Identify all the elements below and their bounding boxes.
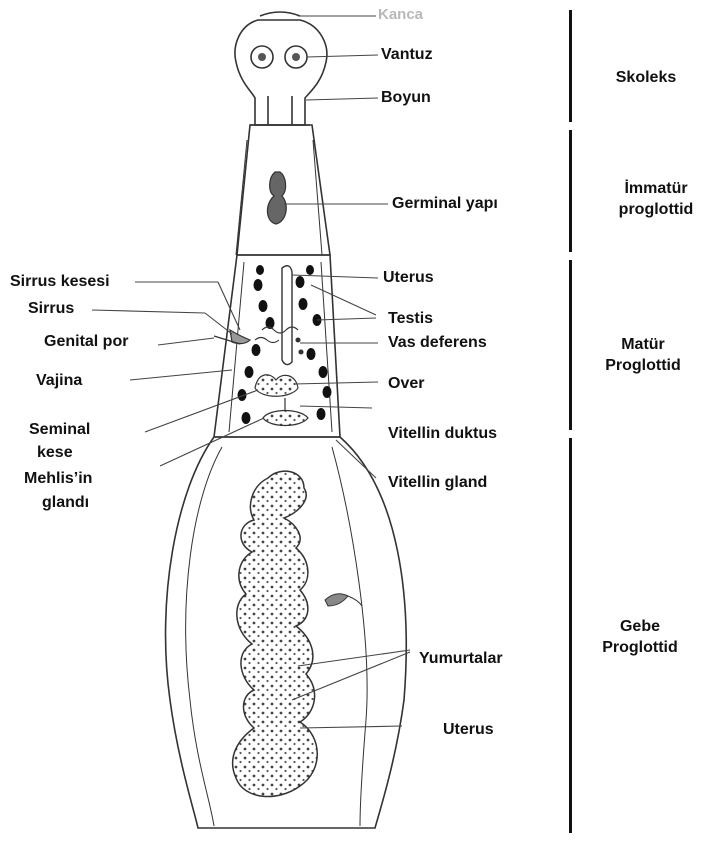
section-skoleks-line1: Skoleks <box>586 67 706 88</box>
label-vitellin-gland: Vitellin gland <box>388 474 487 492</box>
label-genital-por: Genital por <box>44 333 128 351</box>
label-vitellin-duktus: Vitellin duktus <box>388 425 497 443</box>
bracket-immatur <box>569 130 572 252</box>
label-vantuz: Vantuz <box>381 46 433 64</box>
leader-vajina <box>130 370 232 380</box>
bracket-skoleks <box>569 10 572 122</box>
label-seminal: Seminal <box>29 421 90 439</box>
leader-yumurtalar-1 <box>298 650 410 666</box>
section-gebe-line1: Gebe <box>580 616 700 637</box>
germinal-structure <box>267 172 286 224</box>
leader-vitellin-gland <box>336 440 376 478</box>
uterus-mature <box>282 266 292 365</box>
section-matur: Matür Proglottid <box>583 334 703 376</box>
label-uterus-top: Uterus <box>383 269 434 287</box>
leader-sirrus-1 <box>92 310 205 313</box>
section-immatur: İmmatür proglottid <box>596 178 714 220</box>
hook-crown <box>260 12 300 16</box>
section-gebe-line2: Proglottid <box>580 637 700 658</box>
section-gebe: Gebe Proglottid <box>580 616 700 658</box>
bracket-gebe <box>569 438 572 833</box>
label-yumurtalar: Yumurtalar <box>419 650 503 668</box>
scolex-outline <box>235 20 327 125</box>
leader-uterus-bottom <box>300 726 402 728</box>
leader-vantuz <box>307 55 378 57</box>
sucker-right <box>285 46 307 68</box>
gravid-uterus <box>233 471 318 796</box>
leader-mehlis <box>160 418 264 466</box>
vitelline-gland-mature <box>263 411 308 426</box>
bracket-matur <box>569 260 572 430</box>
label-glandi: glandı <box>42 494 89 512</box>
ovary <box>255 375 298 397</box>
scolex <box>235 12 327 125</box>
label-vas-deferens: Vas deferens <box>388 334 487 352</box>
label-boyun: Boyun <box>381 89 431 107</box>
label-sirrus-kesesi: Sirrus kesesi <box>10 273 110 291</box>
label-mehlis: Mehlis’in <box>24 470 92 488</box>
leader-boyun <box>306 98 378 100</box>
leader-seminal <box>145 390 258 432</box>
section-matur-line2: Proglottid <box>583 355 703 376</box>
label-uterus-bottom: Uterus <box>443 721 494 739</box>
section-skoleks: Skoleks <box>586 67 706 88</box>
leader-vitellin-duktus <box>300 406 372 408</box>
label-sirrus: Sirrus <box>28 300 74 318</box>
sucker-left <box>251 46 273 68</box>
label-germinal-yapi: Germinal yapı <box>392 195 498 213</box>
vas-deferens <box>255 327 303 354</box>
label-vajina: Vajina <box>36 372 82 390</box>
leader-genital-por <box>158 338 214 345</box>
genital-pore-gravid <box>325 594 348 606</box>
section-immatur-line2: proglottid <box>596 199 714 220</box>
label-kanca: Kanca <box>378 6 423 24</box>
leader-uterus-top <box>292 275 378 278</box>
section-matur-line1: Matür <box>583 334 703 355</box>
label-over: Over <box>388 375 424 393</box>
leader-testis-1 <box>311 285 376 315</box>
label-kese: kese <box>37 444 73 462</box>
leader-over <box>294 382 378 384</box>
section-immatur-line1: İmmatür <box>596 178 714 199</box>
label-testis: Testis <box>388 310 433 328</box>
leader-testis-2 <box>317 318 376 320</box>
